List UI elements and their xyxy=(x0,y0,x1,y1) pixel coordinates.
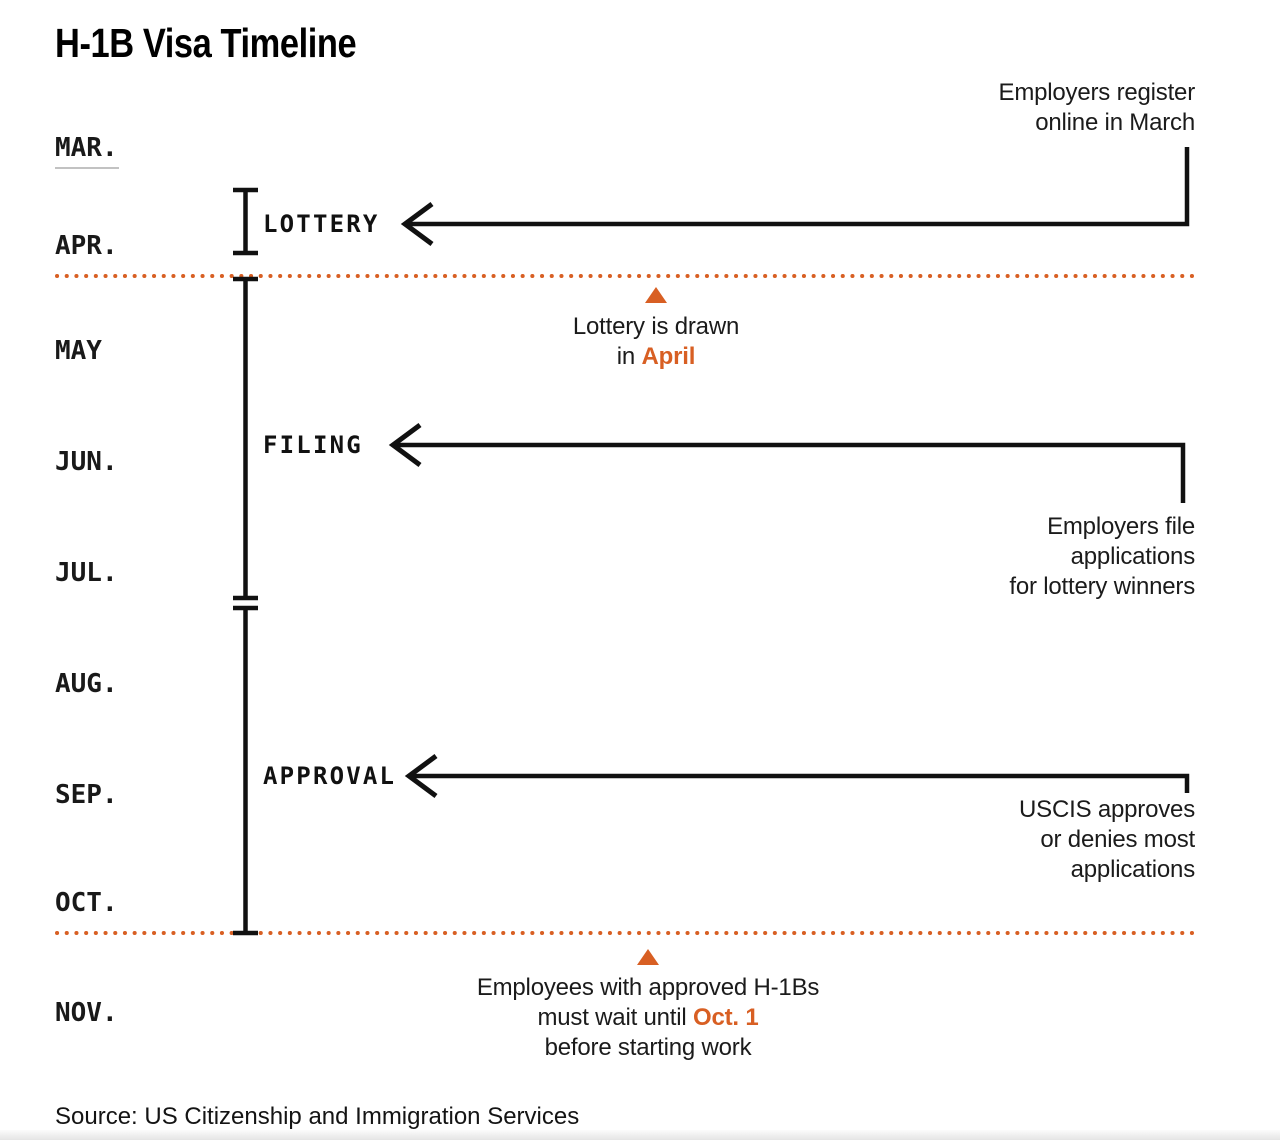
oct-triangle-marker xyxy=(637,949,659,965)
annotation-line: online in March xyxy=(1035,109,1195,136)
lottery-annotation-arrow xyxy=(405,147,1190,227)
month-label-may: MAY xyxy=(55,336,102,366)
april-triangle-marker xyxy=(645,287,667,303)
month-label-apr: APR. xyxy=(55,231,118,261)
approval-arrowhead xyxy=(404,753,438,799)
annotation-line: Employers file xyxy=(1047,513,1195,540)
lottery-range-bracket xyxy=(233,187,258,256)
annotation-employers-register: Employers register online in March xyxy=(998,78,1196,138)
stage-label-lottery: LOTTERY xyxy=(263,210,380,238)
annotation-line: applications xyxy=(1070,543,1196,570)
annotation-line: USCIS approves xyxy=(1019,796,1195,823)
annotation-uscis-approves: USCIS approves or denies most applicatio… xyxy=(1019,795,1195,885)
annotation-line: or denies most xyxy=(1040,826,1195,853)
annotation-line: Employers register xyxy=(998,79,1196,106)
filing-range-bracket xyxy=(233,276,258,601)
milestone-line: must wait until Oct. 1 xyxy=(368,1003,928,1033)
lottery-arrowhead xyxy=(400,201,434,247)
milestone-lottery-drawn: Lottery is drawn in April xyxy=(376,312,936,372)
milestone-line: Lottery is drawn xyxy=(572,313,740,340)
milestone-highlight-oct1: Oct. 1 xyxy=(693,1004,759,1031)
milestone-start-work: Employees with approved H-1Bs must wait … xyxy=(368,973,928,1063)
month-label-sep: SEP. xyxy=(55,780,118,810)
month-label-aug: AUG. xyxy=(55,669,118,699)
approval-annotation-arrow xyxy=(409,773,1190,793)
month-label-oct: OCT. xyxy=(55,888,118,918)
annotation-line: for lottery winners xyxy=(1009,573,1195,600)
annotation-line: applications xyxy=(1070,856,1196,883)
milestone-text: must wait until xyxy=(537,1004,694,1031)
month-label-mar: MAR. xyxy=(55,133,118,163)
filing-arrowhead xyxy=(388,422,422,468)
month-label-nov: NOV. xyxy=(55,998,118,1028)
milestone-text: in xyxy=(616,343,642,370)
source-note: Source: US Citizenship and Immigration S… xyxy=(55,1103,580,1130)
milestone-line: in April xyxy=(376,342,936,372)
annotation-employers-file: Employers file applications for lottery … xyxy=(1009,512,1195,602)
stage-label-approval: APPROVAL xyxy=(263,762,397,790)
milestone-highlight-april: April xyxy=(641,343,696,370)
stage-label-filing: FILING xyxy=(263,431,363,459)
month-label-jun: JUN. xyxy=(55,447,118,477)
milestone-line: before starting work xyxy=(544,1034,752,1061)
approval-range-bracket xyxy=(233,605,258,936)
milestone-line: Employees with approved H-1Bs xyxy=(476,974,820,1001)
month-label-jul: JUL. xyxy=(55,558,118,588)
bottom-edge-strip xyxy=(0,1130,1280,1140)
page-title: H-1B Visa Timeline xyxy=(55,20,357,66)
filing-annotation-arrow xyxy=(393,442,1186,503)
